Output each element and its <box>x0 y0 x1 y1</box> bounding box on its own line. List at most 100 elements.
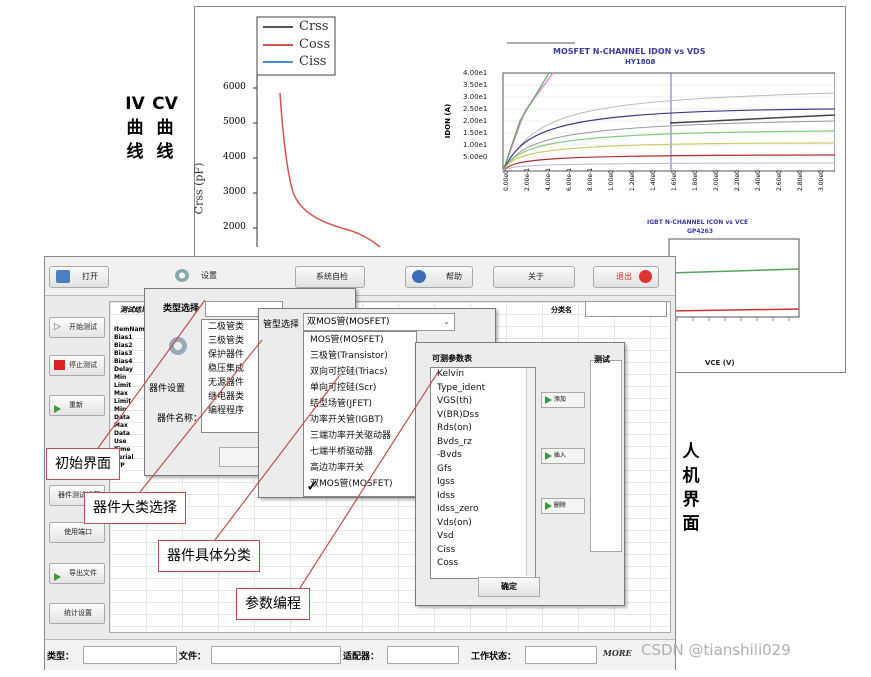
param-list-item[interactable]: Idss_zero <box>437 504 479 514</box>
insert-button[interactable]: 插入 <box>541 448 585 464</box>
add-button[interactable]: 添加 <box>541 392 585 408</box>
device-test-settings-label: 器件测试设置 <box>58 491 100 499</box>
use-port-button[interactable]: 使用端口 <box>49 522 105 543</box>
igbt-chart <box>668 238 800 321</box>
test-row-label: Bias1 <box>114 334 133 341</box>
mosfet-xtick: 3.00e0 <box>818 170 825 191</box>
hmi-char: 面 <box>682 514 700 534</box>
export-file-button[interactable]: 导出文件 <box>49 563 105 584</box>
param-list-item[interactable]: Idss <box>437 490 455 501</box>
cv-chart <box>253 16 575 248</box>
stop-test-button[interactable]: 停止测试 <box>49 355 105 376</box>
restart-label: 重新 <box>69 401 83 409</box>
mosfet-ytick: 3.00e1 <box>463 93 488 101</box>
ok-button[interactable]: 确定 <box>478 577 540 597</box>
status-work-field[interactable] <box>525 646 597 664</box>
mosfet-ytick: 2.00e1 <box>463 117 488 125</box>
statistics-settings-button[interactable]: 统计设置 <box>49 603 105 624</box>
type-list-item[interactable]: 二极管类 <box>208 322 245 332</box>
param-list-item[interactable]: Bvds_rz <box>437 436 472 447</box>
iv-char: V <box>131 94 145 114</box>
refresh-icon <box>54 400 65 413</box>
stop-icon <box>54 360 65 370</box>
mosfet-xtick: 2.40e0 <box>755 170 762 191</box>
exit-button[interactable]: 退出 <box>593 266 659 288</box>
stop-test-label: 停止测试 <box>69 361 97 369</box>
param-list-item[interactable]: -Bvds <box>437 450 462 460</box>
about-button[interactable]: 关于 <box>493 266 575 288</box>
param-list-item[interactable]: Coss <box>437 558 459 568</box>
param-list-item[interactable]: VGS(th) <box>437 396 473 406</box>
iv-char: 曲 <box>126 118 144 138</box>
hmi-char: 机 <box>682 466 700 486</box>
self-check-label: 系统自检 <box>316 272 348 281</box>
insert-icon <box>545 451 552 460</box>
add-icon <box>545 395 552 404</box>
tube-type-item[interactable]: 三极管(Transistor) <box>310 351 388 361</box>
param-list-item[interactable]: Kelvin <box>437 369 465 379</box>
type-list-item[interactable]: 保护器件 <box>208 350 245 360</box>
type-list-item[interactable]: 三极管类 <box>208 336 245 346</box>
tube-type-select[interactable]: 双MOS管(MOSFET) ⌄ <box>303 313 455 331</box>
test-row-label: Max Data <box>114 422 130 437</box>
tube-type-item[interactable]: 双向可控硅(Triacs) <box>310 367 388 377</box>
tube-type-item[interactable]: MOS管(MOSFET) <box>310 335 384 345</box>
mosfet-xtick: 4.00e-1 <box>545 167 552 191</box>
param-list-item[interactable]: Rds(on) <box>437 423 472 433</box>
param-list-item[interactable]: Vds(on) <box>437 517 472 528</box>
test-row-label: Bias3 <box>114 350 133 357</box>
igbt-xlabel: VCE (V) <box>705 359 735 367</box>
legend-ciss: Ciss <box>299 54 327 69</box>
tube-type-item[interactable]: 三端功率开关驱动器 <box>310 431 392 441</box>
param-right-panel <box>590 360 622 552</box>
tube-type-item[interactable]: 功率开关管(IGBT) <box>310 415 384 425</box>
type-list-item[interactable]: 稳压集成 <box>208 364 245 374</box>
mosfet-ytick: 3.50e1 <box>463 81 488 89</box>
type-list-item[interactable]: 继电器类 <box>208 392 245 402</box>
tube-type-item[interactable]: 结型场管(JFET) <box>310 399 373 409</box>
tube-type-item[interactable]: 双MOS管(MOSFET) <box>310 479 393 489</box>
about-label: 关于 <box>528 272 544 281</box>
type-list-item[interactable]: 无源器件 <box>208 378 245 388</box>
delete-icon <box>545 501 552 510</box>
status-type-field[interactable] <box>83 646 177 664</box>
settings-button[interactable]: 设置 <box>169 266 227 286</box>
mosfet-chart-title: MOSFET N-CHANNEL IDON vs VDS <box>553 47 706 56</box>
tube-type-title: 管型选择 <box>263 320 300 330</box>
cv-char: C <box>152 94 165 114</box>
status-adapter-field[interactable] <box>387 646 459 664</box>
gear-icon <box>169 337 187 355</box>
tube-type-item[interactable]: 单向可控硅(Scr) <box>310 383 377 393</box>
type-list-item[interactable]: 编程程序 <box>208 406 245 416</box>
mosfet-xtick: 2.20e0 <box>734 170 741 191</box>
watermark: CSDN @tianshili029 <box>641 641 791 659</box>
mosfet-ylabel: IDON (A) <box>444 103 453 139</box>
param-list-item[interactable]: Type_ident <box>437 382 486 393</box>
restart-button[interactable]: 重新 <box>49 395 105 416</box>
help-button[interactable]: 帮助 <box>405 266 473 288</box>
start-test-button[interactable]: ▷ 开始测试 <box>49 317 105 338</box>
insert-label: 插入 <box>553 452 566 459</box>
param-scrollbar[interactable] <box>526 368 535 576</box>
param-list-item[interactable]: Ciss <box>437 544 456 555</box>
param-list-item[interactable]: Igss <box>437 477 455 487</box>
status-file-field[interactable] <box>211 646 341 664</box>
open-label: 打开 <box>82 272 98 281</box>
tube-type-selected: 双MOS管(MOSFET) <box>307 317 390 327</box>
open-button[interactable]: 打开 <box>49 266 109 288</box>
folder-icon <box>56 270 70 283</box>
help-label: 帮助 <box>446 272 462 281</box>
self-check-button[interactable]: 系统自检 <box>295 266 365 288</box>
param-table-title: 可测参数表 <box>432 354 472 363</box>
param-list-item[interactable]: Vsd <box>437 531 454 541</box>
param-list-item[interactable]: Gfs <box>437 463 452 474</box>
mosfet-xtick: 2.60e0 <box>776 170 783 191</box>
tube-type-item[interactable]: 高边功率开关 <box>310 463 365 473</box>
delete-button[interactable]: 删除 <box>541 498 585 514</box>
param-list-item[interactable]: V(BR)Dss <box>437 409 479 420</box>
classname-field[interactable] <box>585 301 667 317</box>
cv-ytick: 6000 <box>223 82 246 92</box>
tube-type-item[interactable]: 七端半桥驱动器 <box>310 447 374 457</box>
cv-ytick: 4000 <box>223 152 246 162</box>
